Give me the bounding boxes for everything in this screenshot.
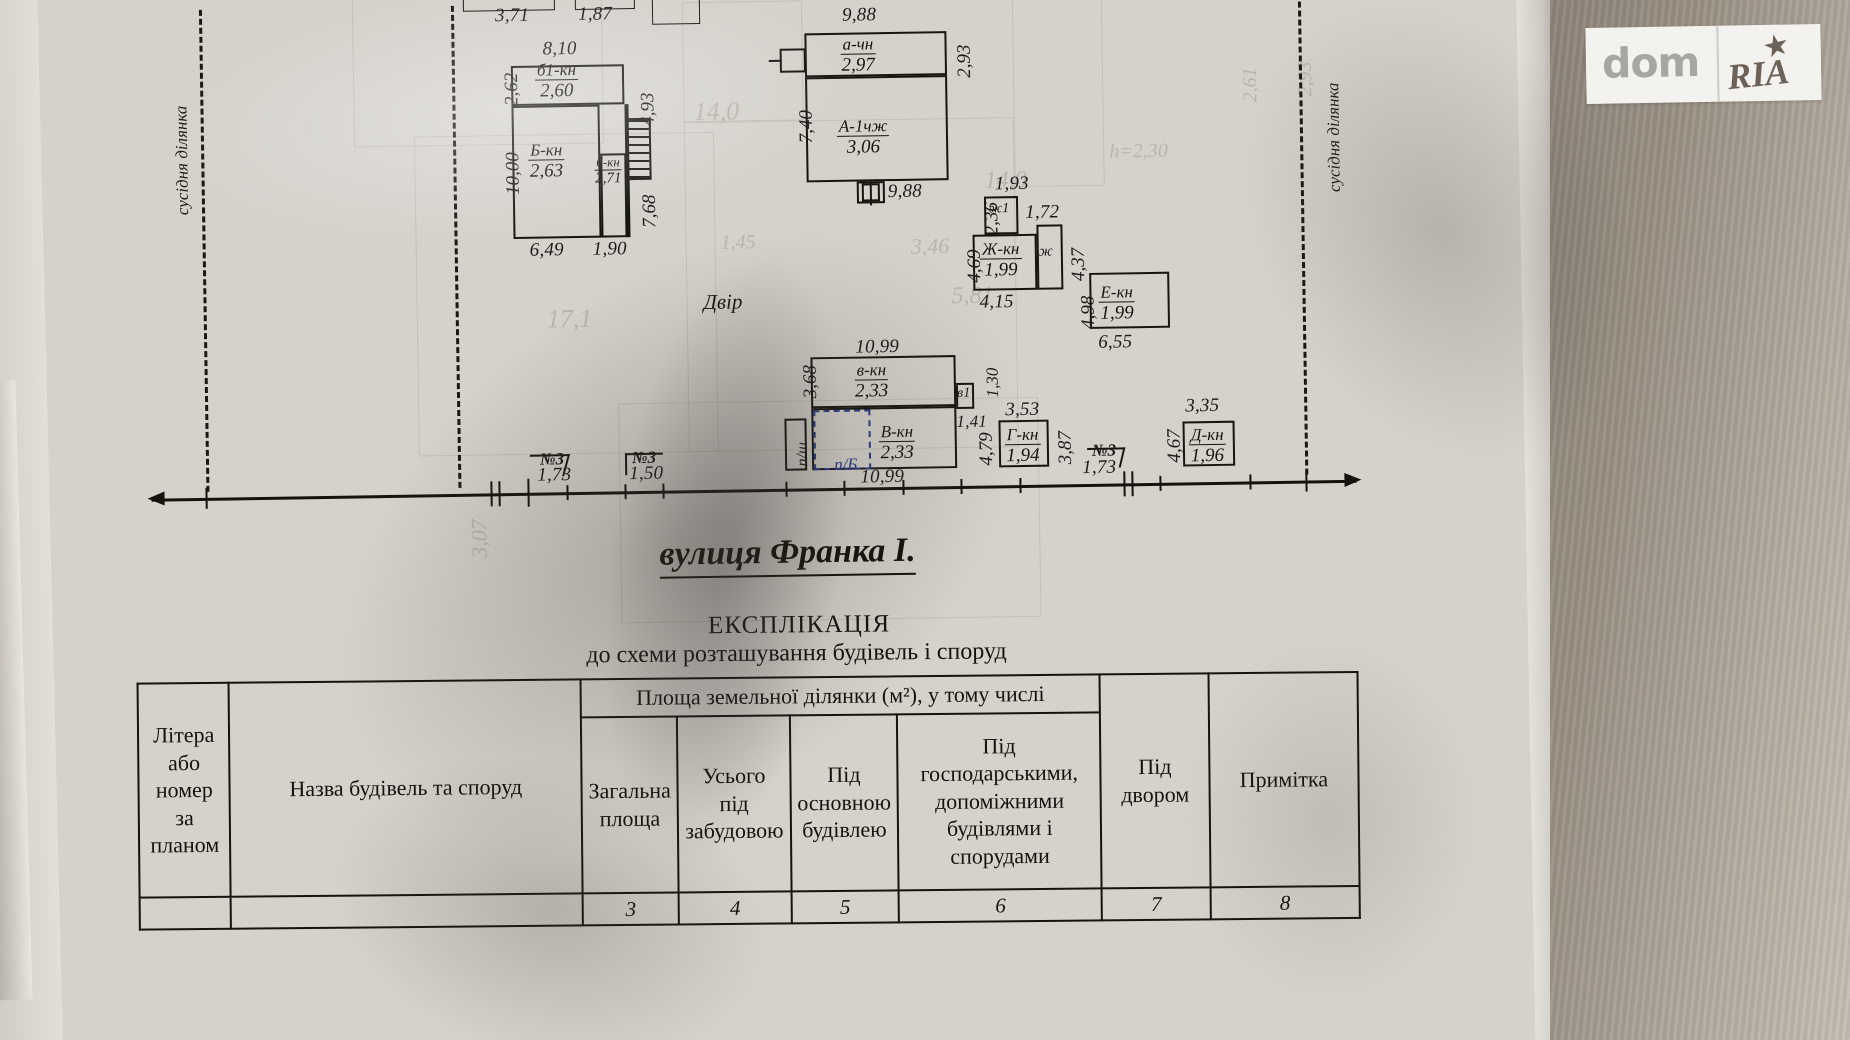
- colnum-8: 8: [1210, 885, 1360, 920]
- watermark-ria-text: RIA: [1725, 50, 1792, 98]
- th-total-area: Загальна площа: [580, 715, 679, 893]
- colnum-3: 3: [582, 891, 680, 926]
- th-plot-area-group: Площа земельної ділянки (м²), у тому чис…: [580, 674, 1101, 717]
- explication-table: Літера або номер за планом Назва будівел…: [137, 671, 1361, 930]
- th-note: Примітка: [1208, 671, 1360, 887]
- colnum-6: 6: [898, 887, 1103, 923]
- explication-subtitle: до схеми розташування будівель і споруд: [586, 638, 1007, 669]
- colnum-7: 7: [1101, 886, 1211, 921]
- th-under-main-building: Під основною будівлею: [789, 713, 899, 891]
- th-letter-or-number: Літера або номер за планом: [137, 682, 232, 898]
- colnum-2: [231, 892, 583, 929]
- colnum-5: 5: [791, 889, 900, 924]
- th-building-name: Назва будівель та споруд: [229, 679, 583, 897]
- th-total-built: Усього під забудовою: [677, 714, 792, 892]
- th-under-yard: Під двором: [1099, 673, 1211, 888]
- watermark-ria-badge: ★ RIA: [1716, 23, 1822, 102]
- colnum-1: [139, 896, 232, 930]
- explication-title: ЕКСПЛІКАЦІЯ: [707, 610, 891, 640]
- desk-surface: [1550, 0, 1850, 1040]
- watermark-dom-text: dom: [1585, 25, 1718, 105]
- domria-watermark: dom ★ RIA: [1585, 23, 1822, 105]
- colnum-4: 4: [678, 890, 792, 925]
- th-under-auxiliary: Під господарськими, допоміжними будівлям…: [897, 711, 1102, 890]
